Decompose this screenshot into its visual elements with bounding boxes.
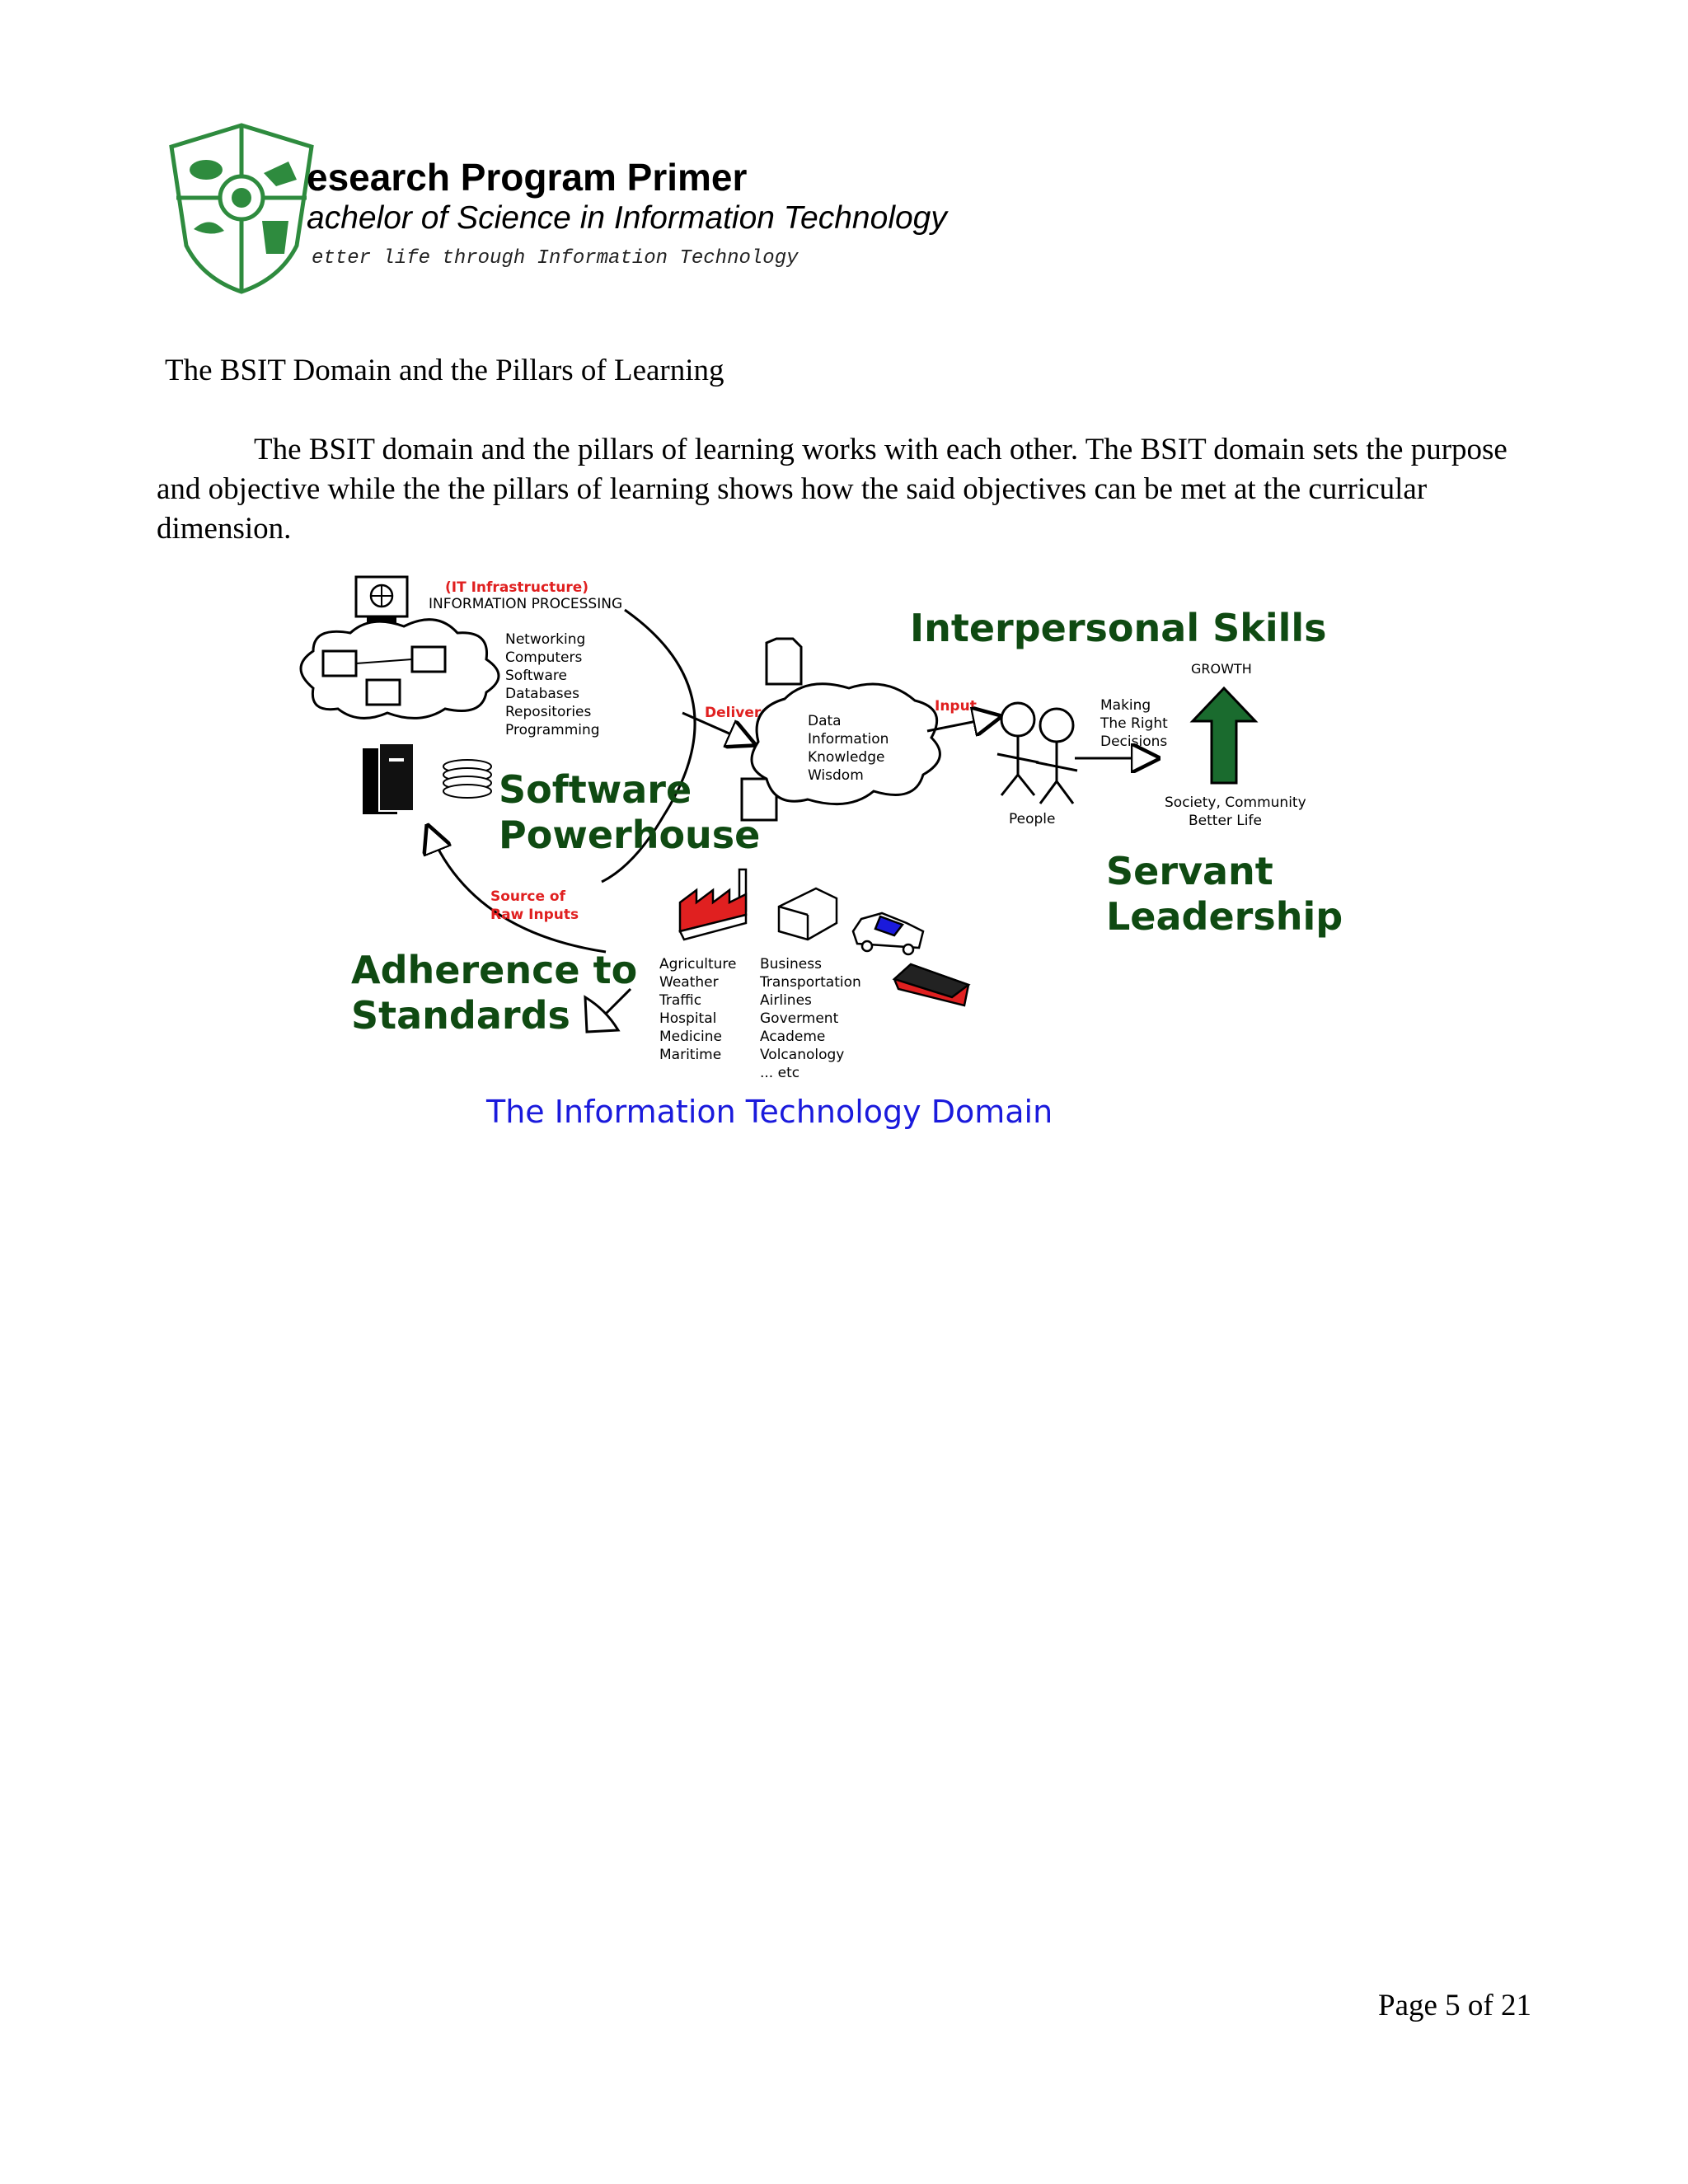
page-number: Page 5 of 21 <box>1378 1988 1531 2023</box>
monitor-icon <box>356 577 407 623</box>
pillar-adherence-to-standards: Standards <box>351 993 570 1038</box>
it-domain-diagram: (IT Infrastructure) INFORMATION PROCESSI… <box>280 569 1352 1162</box>
source-item: Maritime <box>659 1047 721 1063</box>
decision-line: Decisions <box>1100 733 1167 750</box>
document-title: esearch Program Primer <box>307 155 747 199</box>
infra-label: (IT Infrastructure) <box>445 579 588 596</box>
processing-label: INFORMATION PROCESSING <box>429 596 622 612</box>
decision-line: Making <box>1100 697 1151 714</box>
society-line: Better Life <box>1189 813 1262 829</box>
cloud-item: Information <box>808 731 889 748</box>
diagram-caption: The Information Technology Domain <box>485 1094 1053 1130</box>
source-item: Academe <box>760 1029 825 1045</box>
pillar-software-powerhouse: Powerhouse <box>499 813 760 857</box>
pillar-adherence-to-standards: Adherence to <box>351 948 637 992</box>
source-item: ... etc <box>760 1065 799 1081</box>
infra-item: Programming <box>505 722 600 738</box>
cloud-item: Wisdom <box>808 767 864 784</box>
source-item: Traffic <box>659 992 701 1009</box>
cloud-item: Data <box>808 713 842 729</box>
pillar-interpersonal-skills: Interpersonal Skills <box>910 606 1327 650</box>
growth-label: GROWTH <box>1191 661 1252 677</box>
infra-item: Computers <box>505 649 583 666</box>
house-icon <box>779 888 837 940</box>
document-subtitle: achelor of Science in Information Techno… <box>307 200 947 237</box>
server-icon <box>363 743 414 814</box>
body-paragraph-text: The BSIT domain and the pillars of learn… <box>157 433 1507 546</box>
pillar-servant-leadership: Leadership <box>1106 894 1343 939</box>
infra-item: Networking <box>505 631 585 648</box>
input-label: Input <box>935 698 977 715</box>
document-motto: etter life through Information Technolog… <box>312 247 799 269</box>
pillar-software-powerhouse: Software <box>499 767 692 812</box>
society-line: Society, Community <box>1165 794 1306 811</box>
infra-item: Software <box>505 668 567 684</box>
folder-icon <box>767 639 801 684</box>
source-item: Agriculture <box>659 956 737 972</box>
source-item: Transportation <box>759 974 861 991</box>
source-item: Medicine <box>659 1029 722 1045</box>
source-item: Volcanology <box>760 1047 844 1063</box>
car-icon <box>853 913 923 954</box>
source-item: Hospital <box>659 1010 716 1027</box>
people-label: People <box>1009 811 1055 827</box>
bus-icon <box>894 964 968 1005</box>
body-paragraph: The BSIT domain and the pillars of learn… <box>157 430 1541 549</box>
infra-item: Databases <box>505 686 579 702</box>
source-line: Source of <box>490 888 566 905</box>
satellite-dish-icon <box>585 989 631 1032</box>
source-item: Goverment <box>760 1010 839 1027</box>
source-item: Weather <box>659 974 719 991</box>
source-line: Raw Inputs <box>490 907 579 923</box>
decision-line: The Right <box>1100 715 1168 732</box>
factory-icon <box>680 869 746 940</box>
school-shield-logo <box>165 122 318 295</box>
pillar-servant-leadership: Servant <box>1106 849 1273 893</box>
source-item: Airlines <box>760 992 812 1009</box>
source-item: Business <box>760 956 822 972</box>
network-cloud-icon <box>301 620 499 719</box>
database-icon <box>443 760 491 798</box>
cloud-item: Knowledge <box>808 749 884 766</box>
people-icon <box>997 703 1077 804</box>
infra-item: Repositories <box>505 704 592 720</box>
section-heading: The BSIT Domain and the Pillars of Learn… <box>165 353 724 388</box>
growth-arrow-icon <box>1193 688 1255 783</box>
